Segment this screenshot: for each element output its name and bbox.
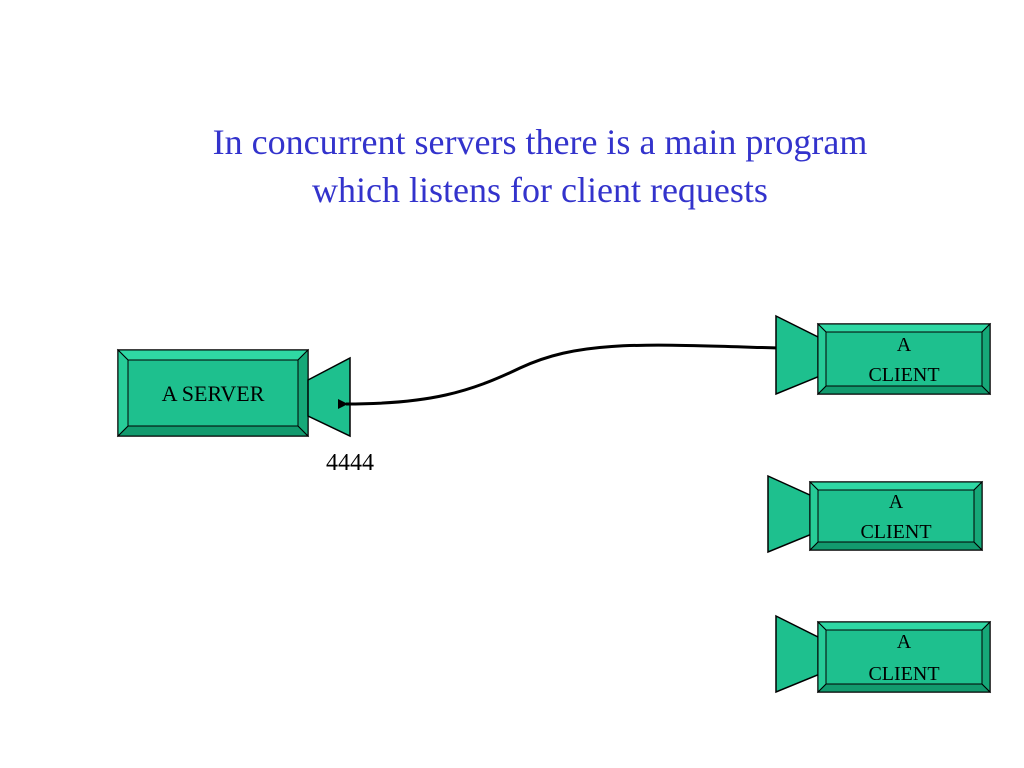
title-line-1: In concurrent servers there is a main pr… (212, 122, 868, 162)
server-socket (307, 356, 351, 438)
server-label: A SERVER (162, 381, 265, 406)
client-box: A CLIENT (808, 480, 984, 552)
client-box: A CLIENT (816, 620, 992, 694)
title-line-2: which listens for client requests (312, 170, 768, 210)
server-node: A SERVER 4444 (116, 348, 374, 476)
slide-title: In concurrent servers there is a main pr… (80, 118, 1000, 214)
client-label-line-1: A (897, 334, 912, 356)
client-label-line-2: CLIENT (868, 663, 939, 685)
client-label-line-2: CLIENT (868, 364, 939, 386)
client-label-line-2: CLIENT (860, 521, 931, 543)
client-node: A CLIENT (775, 314, 992, 396)
connection-arrow (337, 343, 779, 410)
client-label-line-1: A (889, 491, 904, 513)
client-socket (775, 614, 821, 694)
client-node: A CLIENT (767, 474, 984, 554)
client-socket (775, 314, 821, 396)
server-box: A SERVER (116, 348, 310, 438)
server-port-label: 4444 (326, 450, 374, 476)
client-node: A CLIENT (775, 614, 992, 694)
client-label-line-1: A (897, 631, 912, 653)
client-socket (767, 474, 813, 554)
client-box: A CLIENT (816, 322, 992, 396)
